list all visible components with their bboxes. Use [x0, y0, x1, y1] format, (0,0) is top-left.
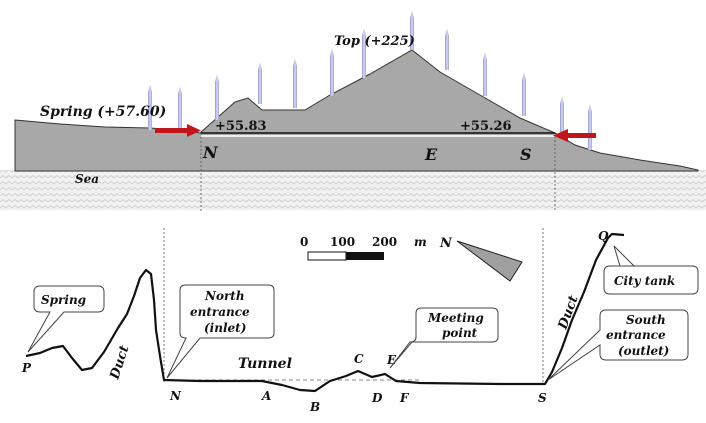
callout-spring-text: Spring — [41, 293, 86, 307]
callout-north-line3: (inlet) — [204, 321, 246, 335]
callout-city-tank-text: City tank — [614, 274, 675, 288]
pylon — [522, 72, 526, 116]
pylon — [410, 10, 414, 50]
cross-section: Spring (+57.60) Top (+225) +55.83 +55.26… — [0, 10, 706, 210]
pylon — [215, 74, 219, 120]
callout-north-line1: North — [204, 289, 245, 303]
sea-label: Sea — [75, 172, 99, 186]
pylon — [330, 48, 334, 96]
pylon — [560, 96, 564, 135]
point-s-label: S — [538, 391, 547, 405]
callout-south-line1: South — [626, 313, 666, 327]
section-n-label: N — [202, 143, 219, 162]
point-q-label: Q — [598, 229, 609, 243]
pylon — [483, 52, 487, 96]
pylon — [293, 58, 297, 108]
sea-ground-band — [0, 170, 706, 210]
scale-100: 100 — [330, 235, 355, 249]
scale-bar: 0 100 200 m — [300, 235, 427, 261]
callout-south-entrance: South entrance (outlet) — [547, 309, 689, 381]
pylon — [445, 28, 449, 70]
point-d-label: D — [371, 391, 383, 405]
callout-south-line2: entrance — [606, 328, 666, 342]
point-c-label: C — [354, 352, 364, 366]
point-f-label: F — [399, 391, 410, 405]
point-a-label: A — [261, 389, 271, 403]
duct-left-label: Duct — [107, 344, 132, 383]
aqueduct-route — [25, 232, 625, 393]
point-e-label: E — [386, 353, 397, 367]
scale-200: 200 — [372, 235, 397, 249]
point-p-label: P — [21, 361, 32, 375]
callout-south-line3: (outlet) — [618, 344, 669, 358]
callout-north-line2: entrance — [190, 305, 250, 319]
spring-elevation-label: Spring (+57.60) — [40, 104, 166, 120]
pylons — [148, 10, 592, 150]
point-n-label: N — [169, 389, 182, 403]
pylon — [178, 86, 182, 130]
outlet-arrow — [553, 129, 596, 142]
callout-spring: Spring — [27, 285, 105, 353]
callout-meeting-point: Meeting point — [389, 307, 499, 369]
point-b-label: B — [309, 400, 320, 414]
pylon — [588, 104, 592, 150]
callout-meeting-line1: Meeting — [427, 311, 484, 325]
duct-right-label: Duct — [555, 294, 581, 333]
pylon — [148, 84, 152, 130]
section-e-label: E — [424, 145, 438, 164]
callout-north-entrance: North entrance (inlet) — [166, 284, 275, 379]
south-level-label: +55.26 — [460, 119, 512, 134]
north-arrow: N — [439, 236, 523, 282]
tunnel-label: Tunnel — [238, 356, 292, 372]
north-level-label: +55.83 — [215, 119, 267, 134]
inlet-arrow — [155, 124, 201, 137]
section-s-label: S — [520, 145, 532, 164]
pylon — [258, 62, 262, 104]
top-elevation-label: Top (+225) — [334, 34, 415, 49]
pylon — [362, 28, 366, 78]
scale-unit: m — [414, 235, 427, 249]
callout-city-tank: City tank — [603, 245, 699, 295]
north-arrow-label: N — [439, 236, 453, 251]
plan-view: 0 100 200 m N P Duct N Tunnel A B C D E … — [21, 229, 625, 414]
callout-meeting-line2: point — [442, 326, 478, 340]
scale-0: 0 — [300, 235, 308, 249]
